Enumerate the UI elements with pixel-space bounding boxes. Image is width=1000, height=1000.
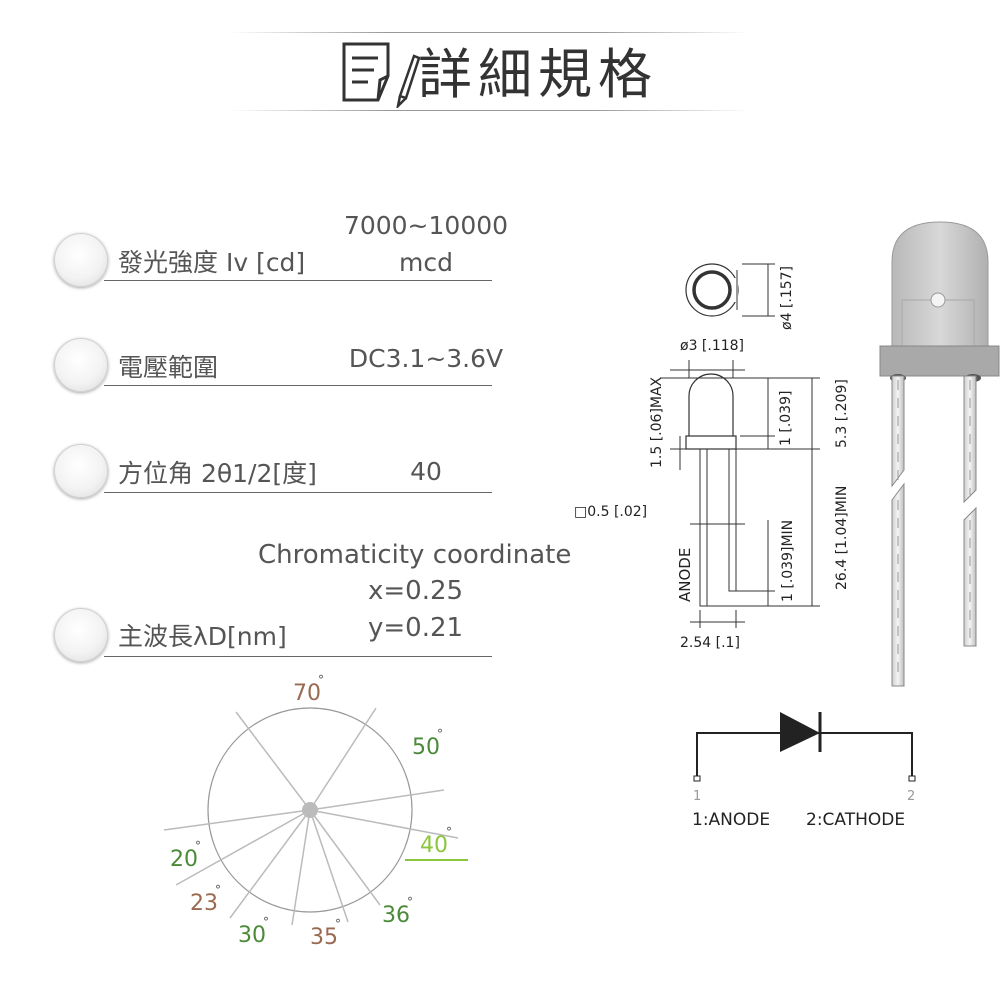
angle-ray <box>291 809 311 926</box>
angle-ray <box>309 789 445 811</box>
led-flange <box>685 435 737 450</box>
spec-label-luminous-intensity: 發光強度 Iv [cd] <box>118 248 306 277</box>
anode-lead <box>699 448 708 607</box>
spec-label-dominant-wavelength: 主波長λD[nm] <box>118 622 287 651</box>
angle-ray <box>235 711 311 811</box>
bullet-circle-icon <box>54 444 108 498</box>
angle-label-35: 35 <box>310 925 338 950</box>
dim-flange: 1.5 [.06]MAX <box>649 376 665 468</box>
angle-ray <box>309 707 377 811</box>
degree-mark: ° <box>437 727 443 741</box>
pin1-number: 1 <box>693 789 701 804</box>
dim-lead-length: 26.4 [1.04]MIN <box>834 486 850 590</box>
photo-led-leg-left-lower <box>891 482 905 687</box>
dim-dome: 1 [.039] <box>778 391 794 446</box>
diode-schematic: 1 2 1:ANODE 2:CATHODE <box>692 712 916 830</box>
photo-led-flange <box>879 345 1000 377</box>
header-rule-bottom <box>230 110 750 111</box>
degree-mark: ° <box>263 915 269 929</box>
angle-label-50: 50 <box>412 735 440 760</box>
dim-top-diameter: ø4 [.157] <box>779 266 795 330</box>
photo-led-dome <box>891 221 989 347</box>
photo-led-leg-left-upper <box>891 375 905 488</box>
angle-label-23: 23 <box>190 891 218 916</box>
degree-mark: ° <box>335 917 341 931</box>
angle-circle <box>207 707 413 913</box>
spec-value-luminous-intensity-line1: 7000~10000 <box>343 211 509 240</box>
degree-mark: ° <box>407 895 413 909</box>
dim-body-diameter: ø3 [.118] <box>680 338 744 354</box>
degree-mark: ° <box>446 825 452 839</box>
spec-value-viewing-angle: 40 <box>410 457 442 486</box>
pin1-label: 1:ANODE <box>692 810 770 830</box>
spec-value-voltage-range: DC3.1~3.6V <box>348 344 504 373</box>
document-pen-icon <box>342 42 420 108</box>
photo-led-die <box>930 292 946 308</box>
spec-divider <box>104 280 492 281</box>
spec-label-voltage-range: 電壓範圍 <box>118 353 219 382</box>
chromaticity-heading: Chromaticity coordinate <box>258 540 572 570</box>
angle-ray <box>309 809 459 839</box>
spec-divider <box>104 656 492 657</box>
bullet-circle-icon <box>54 338 108 392</box>
spec-value-luminous-intensity-line2: mcd <box>399 248 453 277</box>
spec-label-viewing-angle: 方位角 2θ1/2[度] <box>118 459 317 488</box>
angle-center-dot <box>302 802 318 818</box>
angle-ray <box>229 809 311 919</box>
pin2-number: 2 <box>907 789 915 804</box>
angle-label-36: 36 <box>382 903 410 928</box>
cathode-lead <box>728 448 737 592</box>
spec-divider <box>104 492 492 493</box>
pin2-label: 2:CATHODE <box>806 810 905 830</box>
led-dome <box>688 373 734 436</box>
chromaticity-x: x=0.25 <box>368 576 464 606</box>
diode-symbol-icon <box>780 712 820 752</box>
angle-label-30: 30 <box>238 923 266 948</box>
angle-ray <box>175 809 311 886</box>
dim-lead-size: □0.5 [.02] <box>574 504 647 520</box>
degree-mark: ° <box>215 883 221 897</box>
chromaticity-y: y=0.21 <box>368 613 464 643</box>
angle-label-20: 20 <box>170 847 198 872</box>
angle-ray <box>309 809 381 906</box>
top-view-inner <box>692 270 732 310</box>
dim-pitch: 2.54 [.1] <box>680 635 740 651</box>
bullet-circle-icon <box>54 233 108 287</box>
angle-label-40: 40 <box>420 833 448 858</box>
degree-mark: ° <box>195 839 201 853</box>
viewing-angle-diagram: 70 50 40 20 23 30 35 36 ° ° ° ° ° ° ° ° <box>163 673 468 950</box>
led-photo-illustration <box>879 221 1000 687</box>
dim-body-height: 5.3 [.209] <box>834 379 850 448</box>
header-rule-top <box>230 32 750 33</box>
page-title: 詳細規格 <box>418 43 658 106</box>
spec-divider <box>104 385 492 386</box>
led-dimension-drawing: ø4 [.157] ø3 [.118] 1.5 [.06]MAX 1 [.039… <box>574 263 850 651</box>
angle-ray <box>163 809 311 831</box>
angle-label-70: 70 <box>293 681 321 706</box>
dim-lead-min: 1 [.039]MIN <box>780 520 796 602</box>
anode-label: ANODE <box>676 548 694 602</box>
degree-mark: ° <box>318 673 324 687</box>
bullet-circle-icon <box>54 608 108 662</box>
angle-ray <box>309 809 349 923</box>
